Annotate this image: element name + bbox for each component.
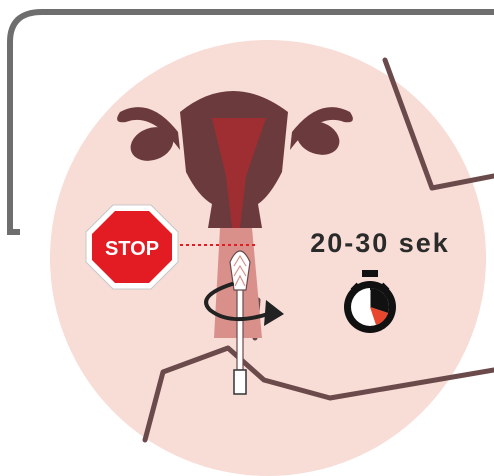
stop-sign-label: STOP <box>105 238 159 260</box>
duration-label: 20-30 sek <box>310 228 450 258</box>
stop-sign-icon: STOP <box>86 205 178 289</box>
